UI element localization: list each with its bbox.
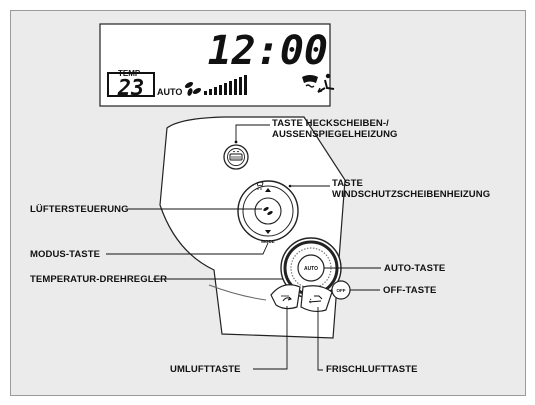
mode-knob-label: MODE xyxy=(261,239,275,244)
fan-control-dial[interactable]: MODE xyxy=(237,180,299,244)
fan-speed-arrows-icon xyxy=(265,188,271,234)
fan-icon-small xyxy=(263,207,273,215)
callout-lines xyxy=(106,124,381,371)
recirculation-button[interactable] xyxy=(270,284,301,310)
callout-recirculation xyxy=(253,306,288,370)
auto-button-label: AUTO xyxy=(304,266,318,272)
label-windshield-line2: WINDSCHUTZSCHEIBENHEIZUNG xyxy=(332,189,491,200)
temp-readout: 23 xyxy=(117,76,145,101)
label-rear-defrost-line1: TASTE HECKSCHEIBEN-/ xyxy=(272,118,389,129)
panel-bevel-line xyxy=(208,284,267,301)
label-auto-button: AUTO-TASTE xyxy=(384,263,446,274)
label-temp-dial: TEMPERATUR-DREHREGLER xyxy=(30,274,168,285)
callout-rear-defrost xyxy=(235,124,270,143)
label-fresh-air: FRISCHLUFTTASTE xyxy=(326,364,418,375)
fresh-air-icon xyxy=(308,295,323,304)
callout-fresh-air xyxy=(317,307,323,371)
label-recirculation: UMLUFTTASTE xyxy=(170,364,241,375)
label-mode-button: MODUS-TASTE xyxy=(30,249,101,260)
off-button[interactable]: OFF xyxy=(331,280,351,300)
windshield-airflow-icon xyxy=(302,73,335,93)
label-off-button: OFF-TASTE xyxy=(383,285,437,296)
label-rear-defrost-line2: AUSSENSPIEGELHEIZUNG xyxy=(272,129,398,140)
auto-indicator: AUTO xyxy=(157,87,182,97)
rear-defrost-icon xyxy=(229,151,243,161)
fan-speed-bars-icon xyxy=(204,75,247,95)
fresh-air-button[interactable] xyxy=(300,285,333,313)
windshield-defrost-icon xyxy=(256,181,264,190)
temp-label: TEMP xyxy=(118,69,141,78)
off-button-label: OFF xyxy=(337,288,346,293)
clock-readout: 12:00 xyxy=(208,28,328,74)
label-windshield-line1: TASTE xyxy=(332,178,363,189)
label-fan-control: LÜFTERSTEUERUNG xyxy=(30,204,129,215)
rear-defrost-button[interactable] xyxy=(223,140,249,170)
recirculation-icon xyxy=(281,295,292,302)
lcd-display: 12:00 TEMP 23 AUTO xyxy=(99,23,335,107)
auto-button[interactable]: AUTO xyxy=(297,254,325,282)
fan-icon xyxy=(184,81,202,96)
callout-mode-button xyxy=(106,242,269,255)
